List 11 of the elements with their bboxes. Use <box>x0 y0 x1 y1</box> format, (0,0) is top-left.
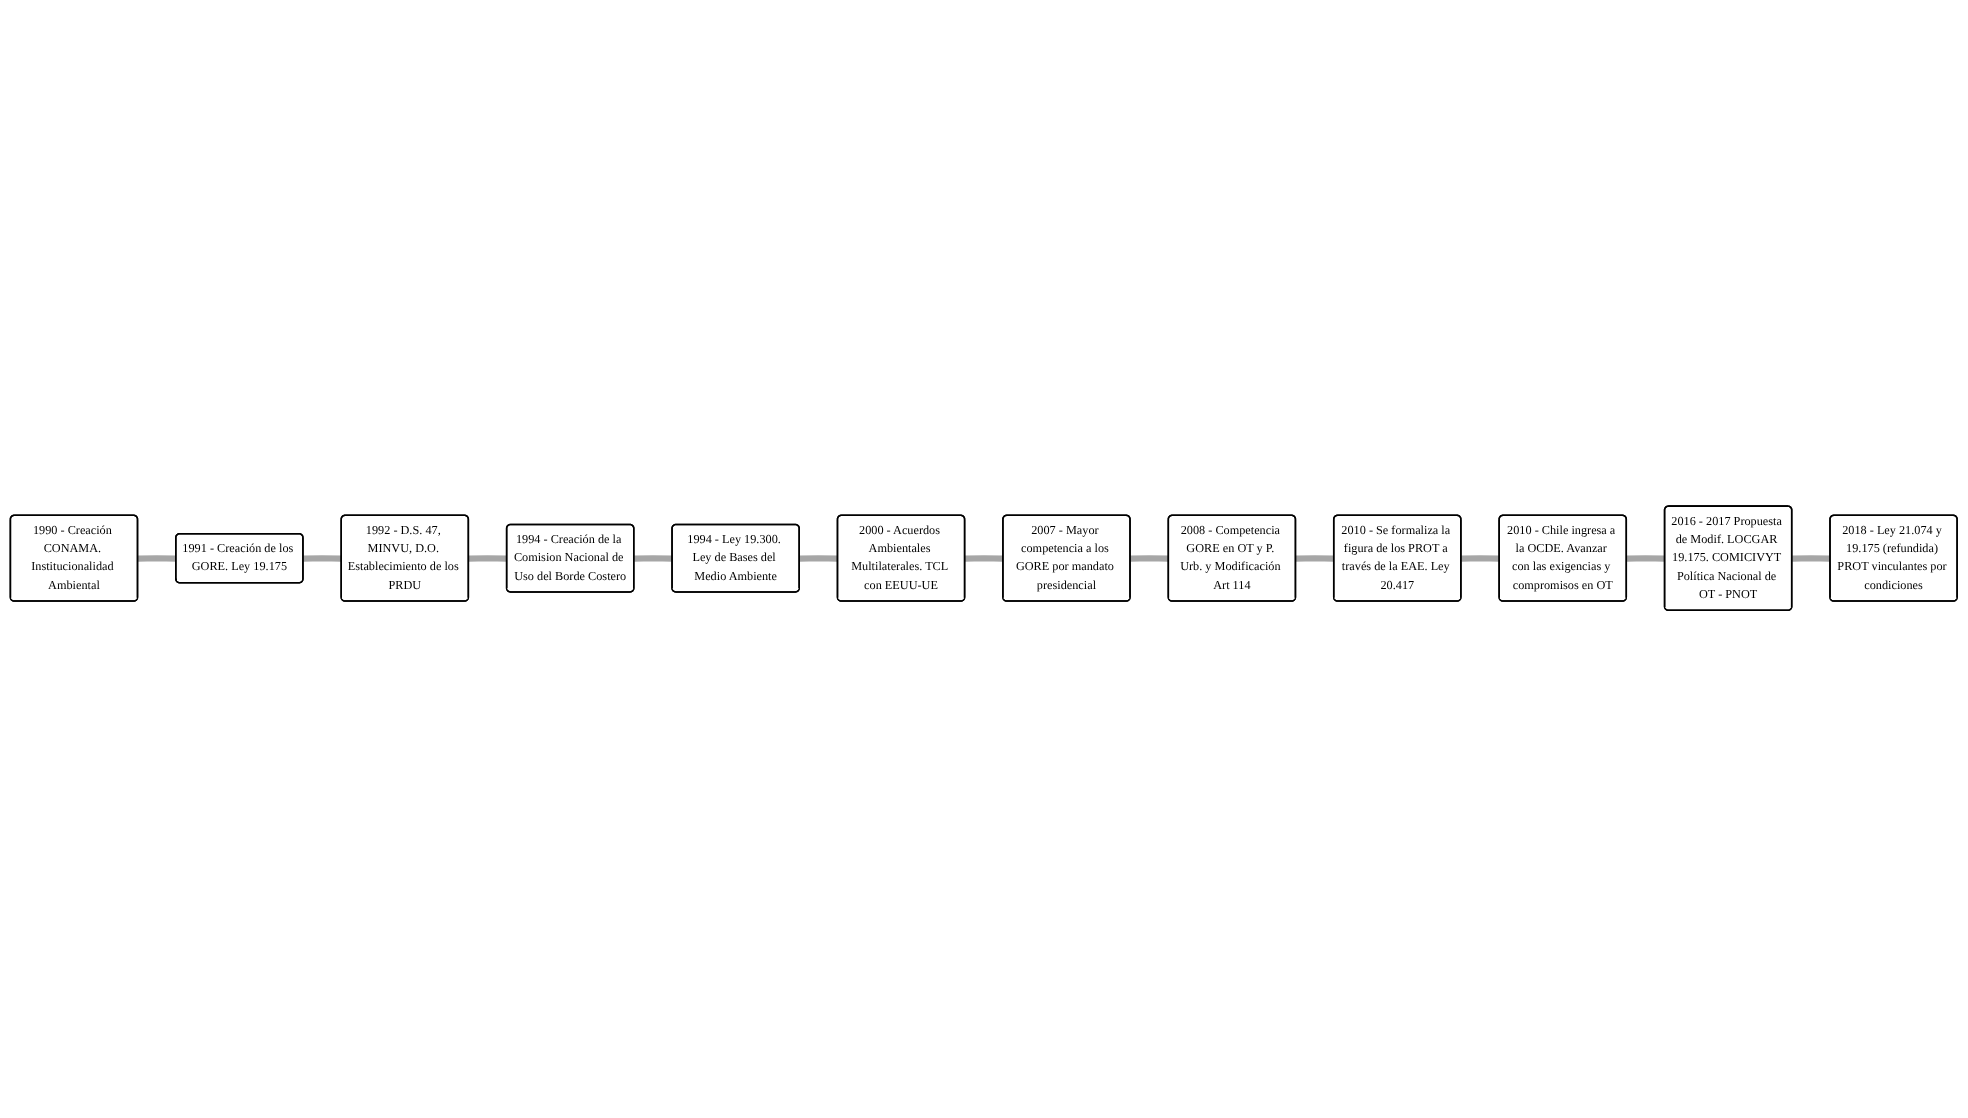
connector <box>1792 555 1831 563</box>
connector <box>303 555 342 563</box>
connector <box>1296 555 1335 563</box>
connector <box>1461 555 1500 563</box>
connector <box>965 555 1004 563</box>
connector <box>634 555 673 563</box>
connector <box>799 555 839 563</box>
connector <box>138 555 177 563</box>
connector <box>468 555 508 563</box>
connector <box>1130 555 1169 563</box>
connector <box>1626 555 1666 563</box>
